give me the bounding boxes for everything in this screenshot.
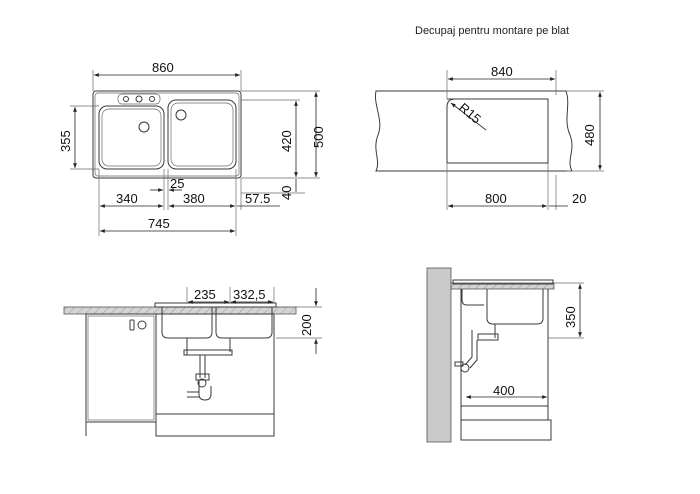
dim-depth-200: 200 [299,314,314,336]
sink-outline [92,90,242,179]
tap-hole [149,96,155,102]
dim-left-340: 340 [116,191,138,206]
sink-cabinet [155,313,275,415]
right-drain [175,109,187,121]
dim-height-420: 420 [279,130,294,152]
dim-height-500: 500 [311,126,326,148]
cutout-hole [446,98,549,164]
front-view: 235 332,5 200 [63,287,322,437]
side-view: 350 400 [426,267,584,443]
dim-front-332-5: 332,5 [233,287,266,302]
right-bowl [167,99,237,170]
dishwasher-knob [137,320,147,330]
dim-side-350: 350 [563,306,578,328]
dim-offset-57-5: 57.5 [245,191,270,206]
dim-cutout-840: 840 [491,64,513,79]
wall [426,267,452,443]
side-bowl [486,289,544,325]
dim-bowls-745: 745 [148,216,170,231]
tap-hole [135,95,143,103]
tap-hole [123,96,129,102]
siphon [198,380,212,401]
dim-right-380: 380 [183,191,205,206]
front-right-bowl [215,307,273,339]
side-drain [464,330,473,366]
dim-width-860: 860 [152,60,174,75]
countertop [374,90,573,172]
side-countertop [450,282,555,290]
front-countertop [63,306,297,315]
dishwasher-cabinet [85,313,157,423]
dim-bowl-height-355: 355 [58,130,73,152]
cutout-caption: Decupaj pentru montare pe blat [415,25,569,37]
left-drain [138,121,150,133]
dim-cutout-20: 20 [572,191,586,206]
dishwasher-knob [129,319,135,331]
cutout-view: 840 R15 480 800 20 [374,64,604,210]
dim-gap-25: 25 [170,176,184,191]
dim-cutout-480: 480 [582,124,597,146]
top-view: 860 355 420 500 40 25 340 380 57.5 745 [58,60,326,236]
dim-front-235: 235 [194,287,216,302]
left-bowl [98,105,165,170]
dim-side-400: 400 [493,383,515,398]
dim-radius-r15: R15 [456,100,484,127]
dim-cutout-800: 800 [485,191,507,206]
dim-offset-40: 40 [279,186,294,200]
